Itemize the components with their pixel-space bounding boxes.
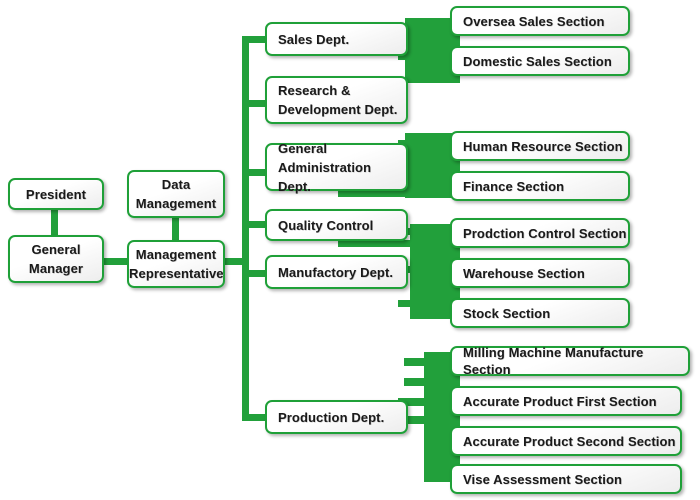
- connector-production-stub-milling: [404, 358, 430, 366]
- node-human-resource-section[interactable]: Human Resource Section: [450, 131, 630, 161]
- node-stock-section[interactable]: Stock Section: [450, 298, 630, 328]
- node-data-management-label-line1: Data: [161, 177, 191, 192]
- node-vise-assessment-section-label: Vise Assessment Section: [463, 471, 623, 487]
- connector-president-to-general-manager: [51, 207, 58, 235]
- node-general-administration-dept[interactable]: General Administration Dept.: [265, 140, 408, 194]
- connector-general-admin-stub-hr: [398, 140, 418, 147]
- node-accurate-product-second-section-label: Accurate Product Second Section: [463, 433, 676, 449]
- node-milling-machine-manufacture-section[interactable]: Milling Machine Manufacture Section: [450, 345, 690, 377]
- connector-production-stub-accurate-first: [404, 378, 430, 386]
- node-management-representative-label-line1: Management: [135, 247, 217, 262]
- connector-main-trunk: [242, 39, 249, 421]
- node-general-manager[interactable]: General Manager: [8, 235, 104, 283]
- node-oversea-sales-section-label: Oversea Sales Section: [463, 13, 605, 29]
- node-general-administration-dept-label-line2: Administration Dept.: [278, 159, 372, 194]
- node-manufactory-dept[interactable]: Manufactory Dept.: [265, 255, 408, 289]
- connector-sales-stub-oversea: [398, 24, 418, 31]
- connector-general-admin-stub-finance: [398, 180, 418, 187]
- node-data-management-label-line2: Management: [135, 196, 217, 211]
- connector-production-stub-accurate-second: [398, 398, 430, 406]
- node-finance-section-label: Finance Section: [463, 178, 565, 194]
- node-vise-assessment-section[interactable]: Vise Assessment Section: [450, 464, 682, 494]
- node-warehouse-section-label: Warehouse Section: [463, 265, 585, 281]
- node-domestic-sales-section[interactable]: Domestic Sales Section: [450, 46, 630, 76]
- node-quality-control-label: Quality Control: [278, 217, 374, 233]
- connector-trunk-to-sales: [242, 36, 268, 43]
- node-general-administration-dept-label-line1: General: [278, 140, 328, 156]
- connector-management-rep-to-trunk: [221, 258, 249, 265]
- node-sales-dept-label: Sales Dept.: [278, 31, 350, 47]
- node-accurate-product-first-section-label: Accurate Product First Section: [463, 393, 657, 409]
- connector-trunk-to-manufactory: [242, 270, 268, 277]
- node-research-development-dept-label-line2: Development Dept.: [278, 102, 398, 117]
- connector-trunk-to-production: [242, 414, 268, 421]
- connector-production-stub-vise: [398, 416, 430, 424]
- node-finance-section[interactable]: Finance Section: [450, 171, 630, 201]
- node-prodction-control-section[interactable]: Prodction Control Section: [450, 218, 630, 248]
- connector-sales-stub-domestic: [398, 53, 418, 60]
- node-management-representative[interactable]: Management Representative: [127, 240, 225, 288]
- node-human-resource-section-label: Human Resource Section: [463, 138, 623, 154]
- node-manufactory-dept-label: Manufactory Dept.: [278, 264, 394, 280]
- node-production-dept[interactable]: Production Dept.: [265, 400, 408, 434]
- connector-data-management-to-management-rep: [172, 218, 179, 240]
- node-management-representative-label-line2: Representative: [129, 266, 224, 281]
- connector-general-manager-to-management-rep: [103, 258, 130, 265]
- connector-general-admin-down: [338, 190, 418, 197]
- node-stock-section-label: Stock Section: [463, 305, 551, 321]
- node-accurate-product-second-section[interactable]: Accurate Product Second Section: [450, 426, 682, 456]
- connector-manufactory-stub-warehouse: [398, 266, 420, 273]
- node-accurate-product-first-section[interactable]: Accurate Product First Section: [450, 386, 682, 416]
- connector-trunk-to-research: [242, 100, 268, 107]
- node-milling-machine-manufacture-section-label: Milling Machine Manufacture Section: [463, 345, 644, 377]
- connector-quality-down: [338, 240, 418, 247]
- connector-manufactory-stub-stock: [398, 300, 420, 307]
- connector-trunk-to-general-admin: [242, 169, 268, 176]
- node-general-manager-label-line2: Manager: [28, 261, 84, 276]
- node-president-label: President: [25, 186, 87, 202]
- node-sales-dept[interactable]: Sales Dept.: [265, 22, 408, 56]
- node-president[interactable]: President: [8, 178, 104, 210]
- node-prodction-control-section-label: Prodction Control Section: [463, 225, 627, 241]
- node-oversea-sales-section[interactable]: Oversea Sales Section: [450, 6, 630, 36]
- node-domestic-sales-section-label: Domestic Sales Section: [463, 53, 612, 69]
- node-research-development-dept-label-line1: Research &: [278, 83, 351, 98]
- connector-trunk-to-quality: [242, 221, 268, 228]
- node-production-dept-label: Production Dept.: [278, 409, 385, 425]
- node-warehouse-section[interactable]: Warehouse Section: [450, 258, 630, 288]
- connector-manufactory-stub-production-control: [398, 228, 420, 235]
- node-data-management[interactable]: Data Management: [127, 170, 225, 218]
- node-research-development-dept[interactable]: Research & Development Dept.: [265, 76, 408, 124]
- node-quality-control[interactable]: Quality Control: [265, 209, 408, 241]
- node-general-manager-label-line1: General: [31, 242, 81, 257]
